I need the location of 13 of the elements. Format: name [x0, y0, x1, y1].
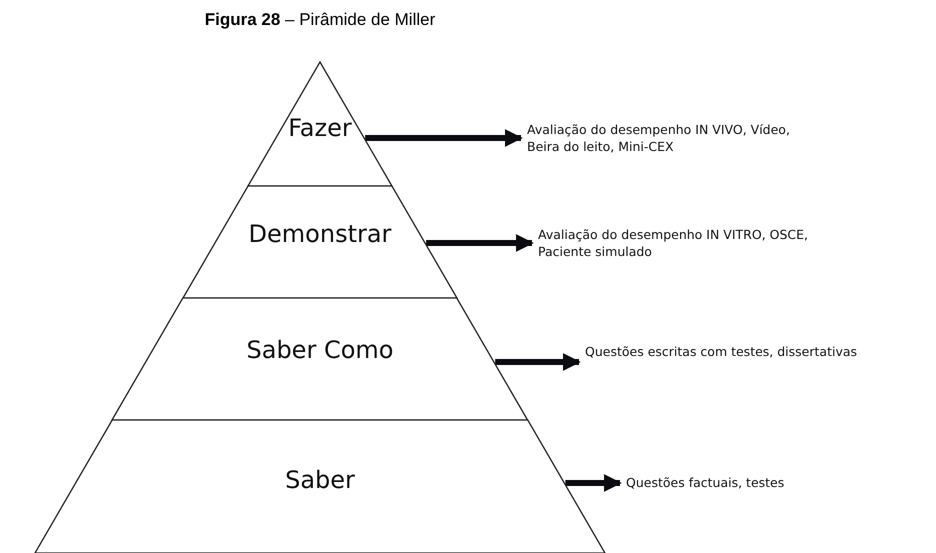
level-label: Saber Como — [246, 336, 394, 364]
assessment-text: Avaliação do desempenho IN VITRO, OSCE, Paciente simulado — [538, 226, 838, 260]
arrow — [365, 129, 523, 147]
arrow — [565, 474, 622, 492]
assessment-text: Questões escritas com testes, dissertativas — [585, 343, 885, 360]
level-label: Demonstrar — [248, 220, 392, 248]
level-label: Fazer — [287, 114, 353, 142]
level-label: Saber — [284, 466, 356, 494]
figure-title: Figura 28 – Pirâmide de Miller — [204, 10, 436, 30]
arrow — [426, 234, 534, 252]
arrow — [495, 353, 581, 371]
assessment-text: Questões factuais, testes — [626, 474, 826, 491]
assessment-text: Avaliação do desempenho IN VIVO, Vídeo, Beira do leito, Mini-CEX — [527, 121, 817, 155]
